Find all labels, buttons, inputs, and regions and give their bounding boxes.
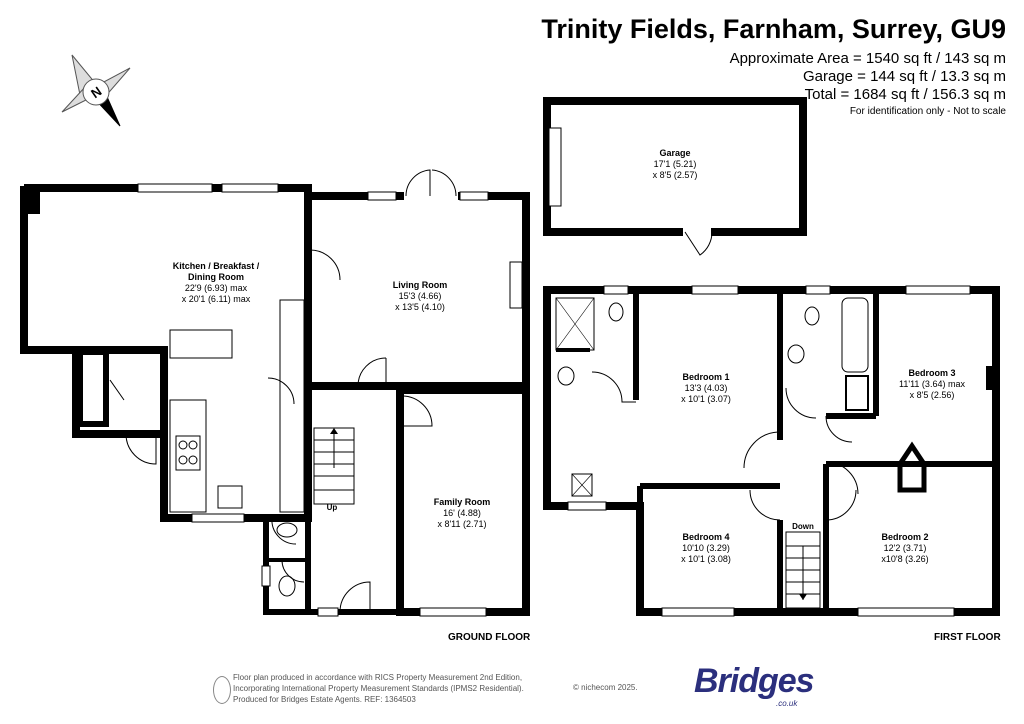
svg-text:Bedroom 2: Bedroom 2 <box>881 532 928 542</box>
footer-line-2: Incorporating International Property Mea… <box>233 684 524 693</box>
svg-text:Kitchen / Breakfast /: Kitchen / Breakfast / <box>173 261 260 271</box>
garage-plan <box>543 97 807 256</box>
svg-text:10'10 (3.29): 10'10 (3.29) <box>682 543 730 553</box>
room-label-family-room: Family Room 16' (4.88) x 8'11 (2.71) <box>434 497 491 529</box>
svg-text:x 8'5 (2.56): x 8'5 (2.56) <box>910 390 955 400</box>
stairs-down-label: Down <box>792 522 814 531</box>
total-area: Total = 1684 sq ft / 156.3 sq m <box>804 86 1006 103</box>
svg-text:11'11 (3.64) max: 11'11 (3.64) max <box>899 379 965 389</box>
room-label-kitchen: Kitchen / Breakfast / Dining Room 22'9 (… <box>173 261 260 304</box>
property-title: Trinity Fields, Farnham, Surrey, GU9 <box>541 14 1006 44</box>
svg-text:22'9 (6.93) max: 22'9 (6.93) max <box>185 283 248 293</box>
svg-text:12'2 (3.71): 12'2 (3.71) <box>884 543 927 553</box>
svg-text:Bedroom 3: Bedroom 3 <box>908 368 955 378</box>
bridges-logo-domain: .co.uk <box>776 699 798 708</box>
ground-floor-label: GROUND FLOOR <box>448 632 531 643</box>
svg-text:x 13'5 (4.10): x 13'5 (4.10) <box>395 302 445 312</box>
svg-text:Family Room: Family Room <box>434 497 491 507</box>
svg-text:Garage: Garage <box>659 148 690 158</box>
room-label-garage: Garage 17'1 (5.21) x 8'5 (2.57) <box>653 148 698 180</box>
room-label-bedroom-2: Bedroom 2 12'2 (3.71) x10'8 (3.26) <box>881 532 928 564</box>
first-floor-plan: Down <box>543 285 1000 617</box>
footer-line-1: Floor plan produced in accordance with R… <box>233 673 523 682</box>
room-label-bedroom-3: Bedroom 3 11'11 (3.64) max x 8'5 (2.56) <box>899 368 965 400</box>
svg-text:Bedroom 4: Bedroom 4 <box>682 532 729 542</box>
svg-text:x 20'1 (6.11) max: x 20'1 (6.11) max <box>182 294 251 304</box>
garage-area: Garage = 144 sq ft / 13.3 sq m <box>802 68 1006 85</box>
svg-text:17'1 (5.21): 17'1 (5.21) <box>654 159 697 169</box>
person-icon <box>213 676 231 704</box>
svg-text:13'3 (4.03): 13'3 (4.03) <box>685 383 728 393</box>
compass-icon: N <box>61 54 131 127</box>
svg-text:x 8'11 (2.71): x 8'11 (2.71) <box>437 519 486 529</box>
room-label-bedroom-4: Bedroom 4 10'10 (3.29) x 10'1 (3.08) <box>681 532 731 564</box>
svg-text:x 8'5 (2.57): x 8'5 (2.57) <box>653 170 698 180</box>
disclaimer-text: For identification only - Not to scale <box>849 106 1006 117</box>
first-floor-label: FIRST FLOOR <box>934 632 1001 643</box>
stairs-up-label: Up <box>327 503 338 512</box>
bridges-logo: Bridges <box>694 662 815 700</box>
svg-text:Bedroom 1: Bedroom 1 <box>682 372 729 382</box>
svg-text:Living Room: Living Room <box>393 280 448 290</box>
approx-area: Approximate Area = 1540 sq ft / 143 sq m <box>729 50 1006 67</box>
footer-line-3: Produced for Bridges Estate Agents. REF:… <box>233 695 416 704</box>
svg-text:16' (4.88): 16' (4.88) <box>443 508 481 518</box>
svg-text:Dining Room: Dining Room <box>188 272 244 282</box>
footer-notes: Floor plan produced in accordance with R… <box>233 672 524 705</box>
copyright-text: © nichecom 2025. <box>573 683 638 692</box>
svg-text:15'3 (4.66): 15'3 (4.66) <box>399 291 442 301</box>
svg-text:x 10'1 (3.08): x 10'1 (3.08) <box>681 554 731 564</box>
room-label-living-room: Living Room 15'3 (4.66) x 13'5 (4.10) <box>393 280 448 312</box>
svg-text:x 10'1 (3.07): x 10'1 (3.07) <box>681 394 731 404</box>
room-label-bedroom-1: Bedroom 1 13'3 (4.03) x 10'1 (3.07) <box>681 372 731 404</box>
ground-floor-plan: Up <box>20 169 530 617</box>
svg-text:x10'8 (3.26): x10'8 (3.26) <box>881 554 928 564</box>
